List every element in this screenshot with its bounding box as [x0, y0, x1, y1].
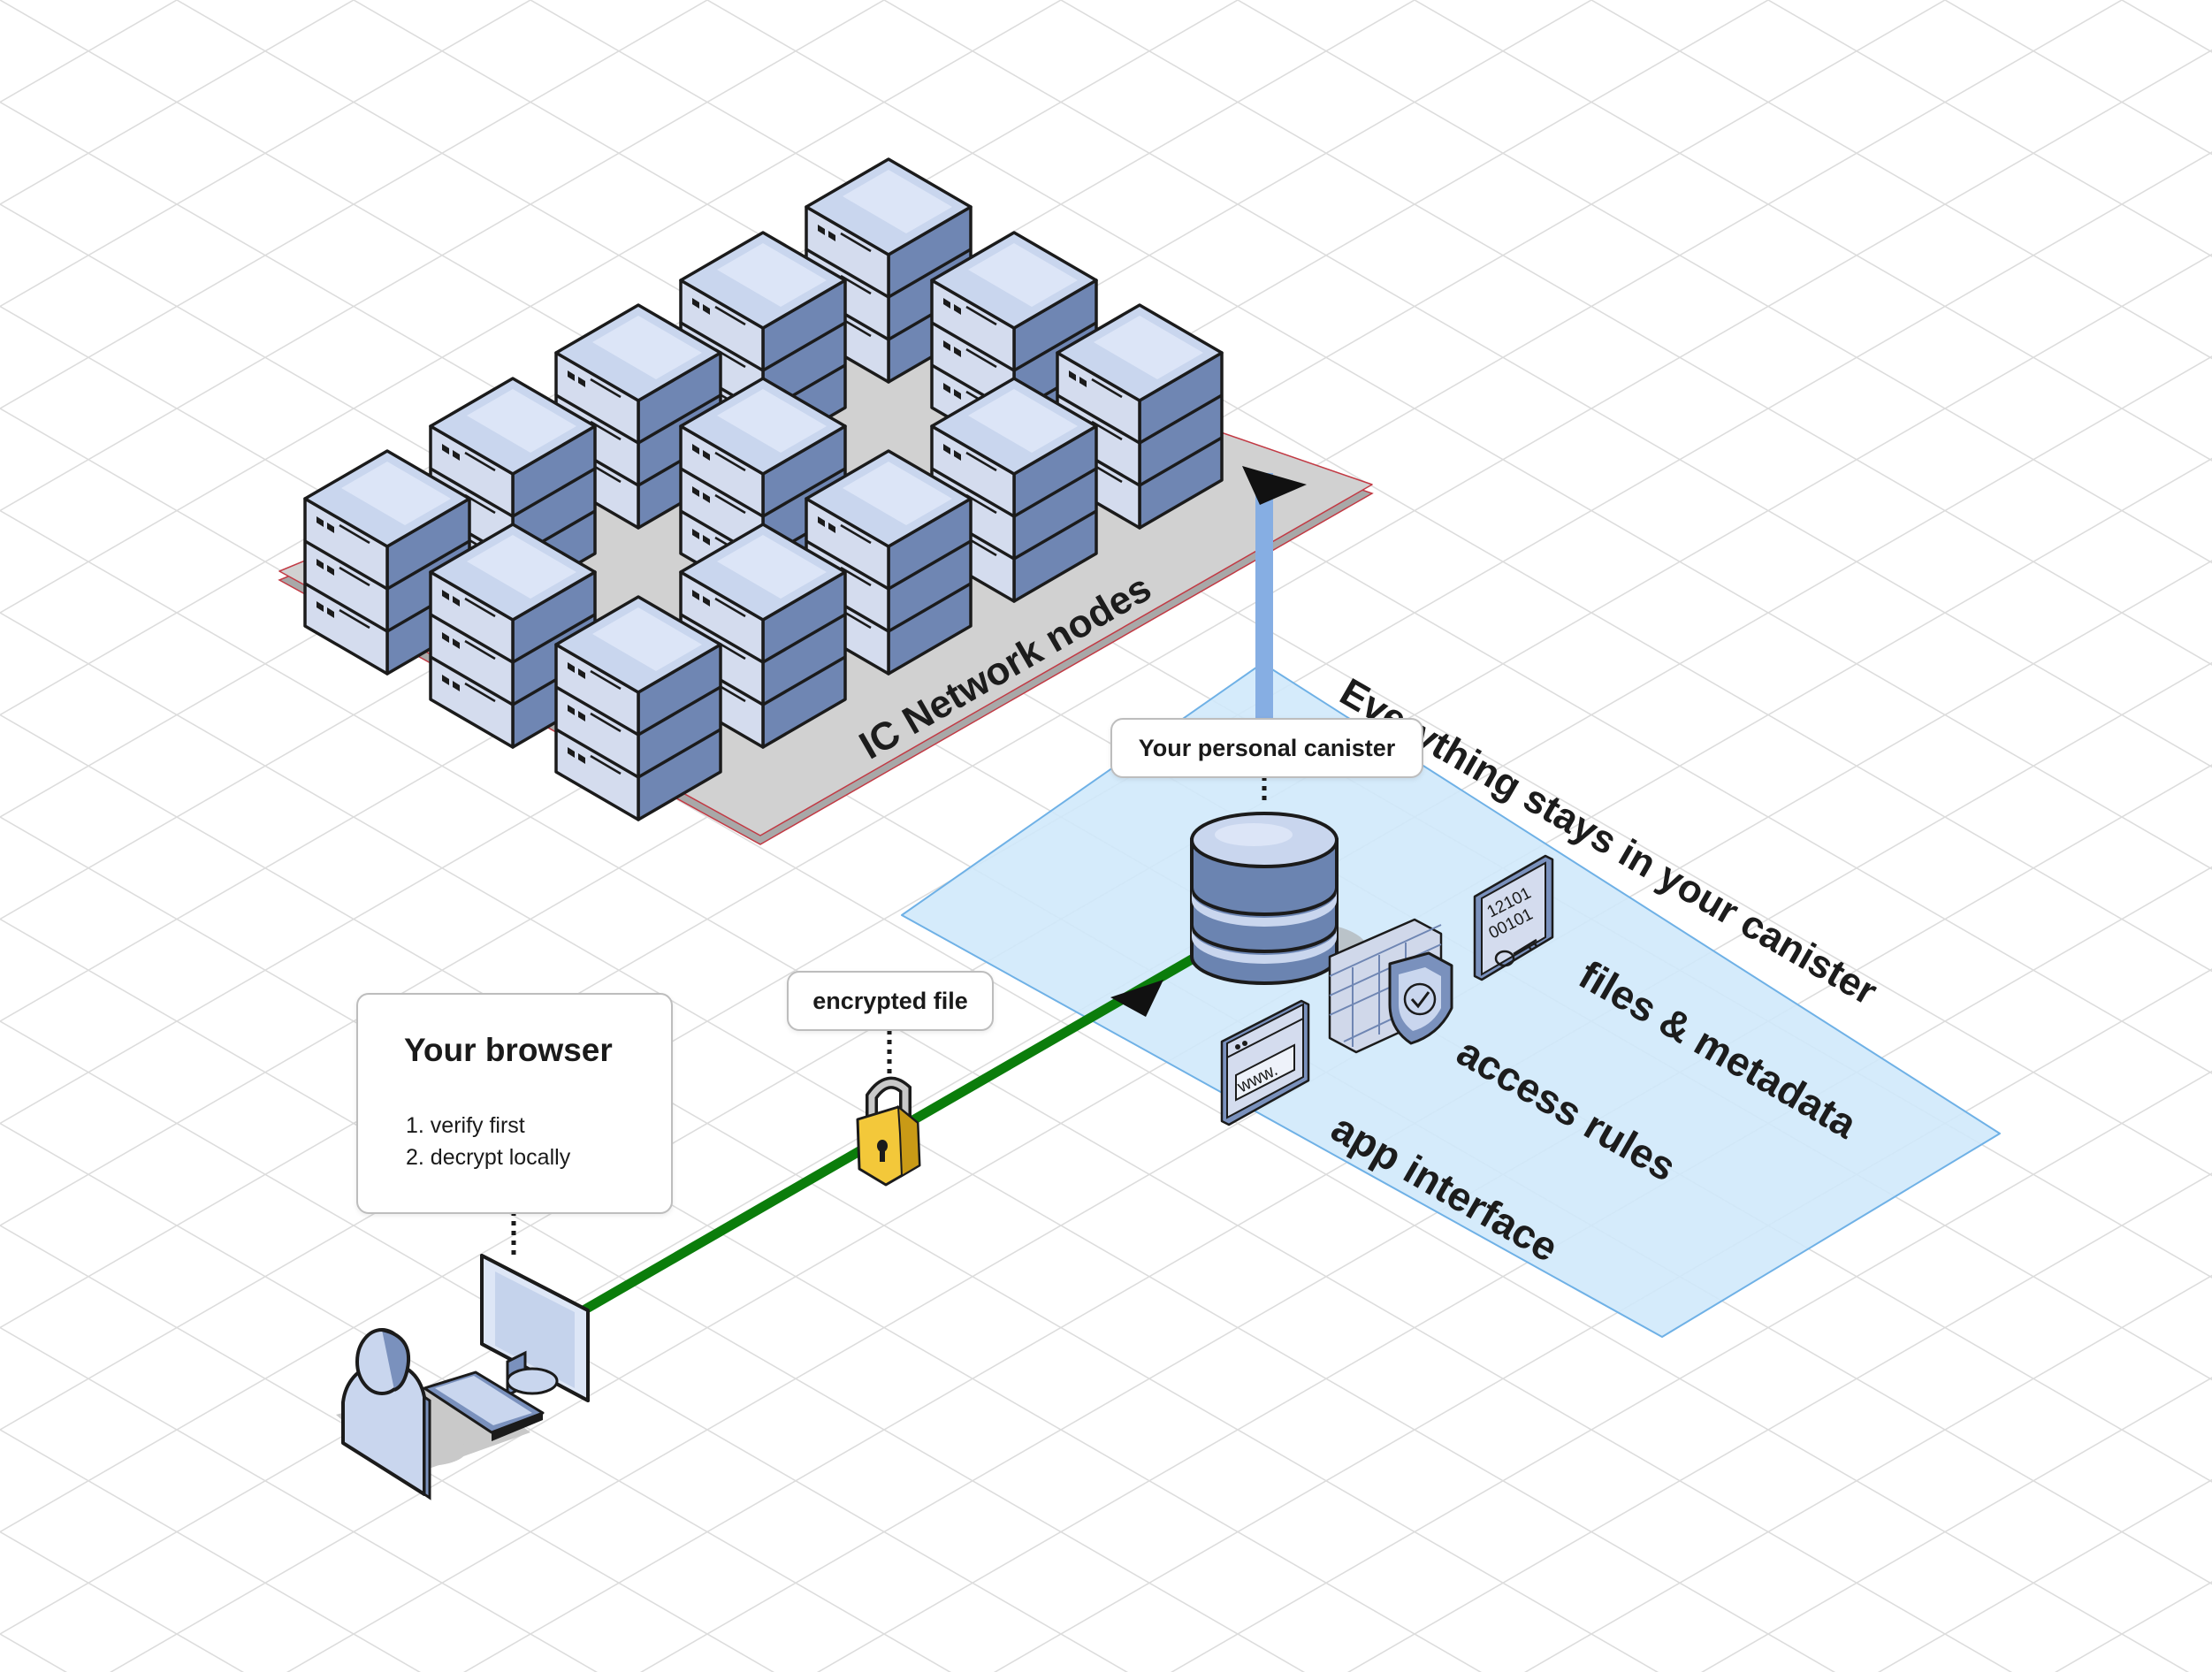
canister-callout-text: Your personal canister: [1138, 735, 1396, 761]
canister-network-link: [1242, 466, 1307, 800]
encrypted-file-text: encrypted file: [812, 988, 968, 1014]
computer-icon: [480, 1254, 590, 1402]
arrowhead-right-icon: [1110, 980, 1163, 1017]
firewall-icon: [1328, 918, 1453, 1054]
person-icon: [341, 1328, 467, 1500]
browser-callout: Your browser 1. verify first 2. decrypt …: [356, 993, 673, 1214]
shield-icon: [1388, 951, 1453, 1045]
browser-step: 2. decrypt locally: [406, 1145, 571, 1170]
encrypted-file-callout: encrypted file: [787, 971, 994, 1031]
key-icon: [1494, 938, 1537, 967]
binary-key-doc-icon: 12101 00101: [1473, 854, 1554, 981]
web-window-icon: www.: [1220, 999, 1310, 1126]
browser-step: 1. verify first: [406, 1113, 525, 1138]
browser-title: Your browser: [404, 1032, 613, 1068]
server-rack: [554, 595, 722, 821]
keyboard-icon: [423, 1370, 545, 1441]
user-workstation: [336, 1211, 590, 1500]
canister-callout: Your personal canister: [1110, 718, 1423, 778]
database-icon: [1190, 812, 1367, 985]
browser-steps: 1. verify first 2. decrypt locally: [406, 1110, 570, 1173]
arrowhead-up-icon: [1242, 466, 1307, 505]
padlock-icon: [856, 1030, 921, 1187]
